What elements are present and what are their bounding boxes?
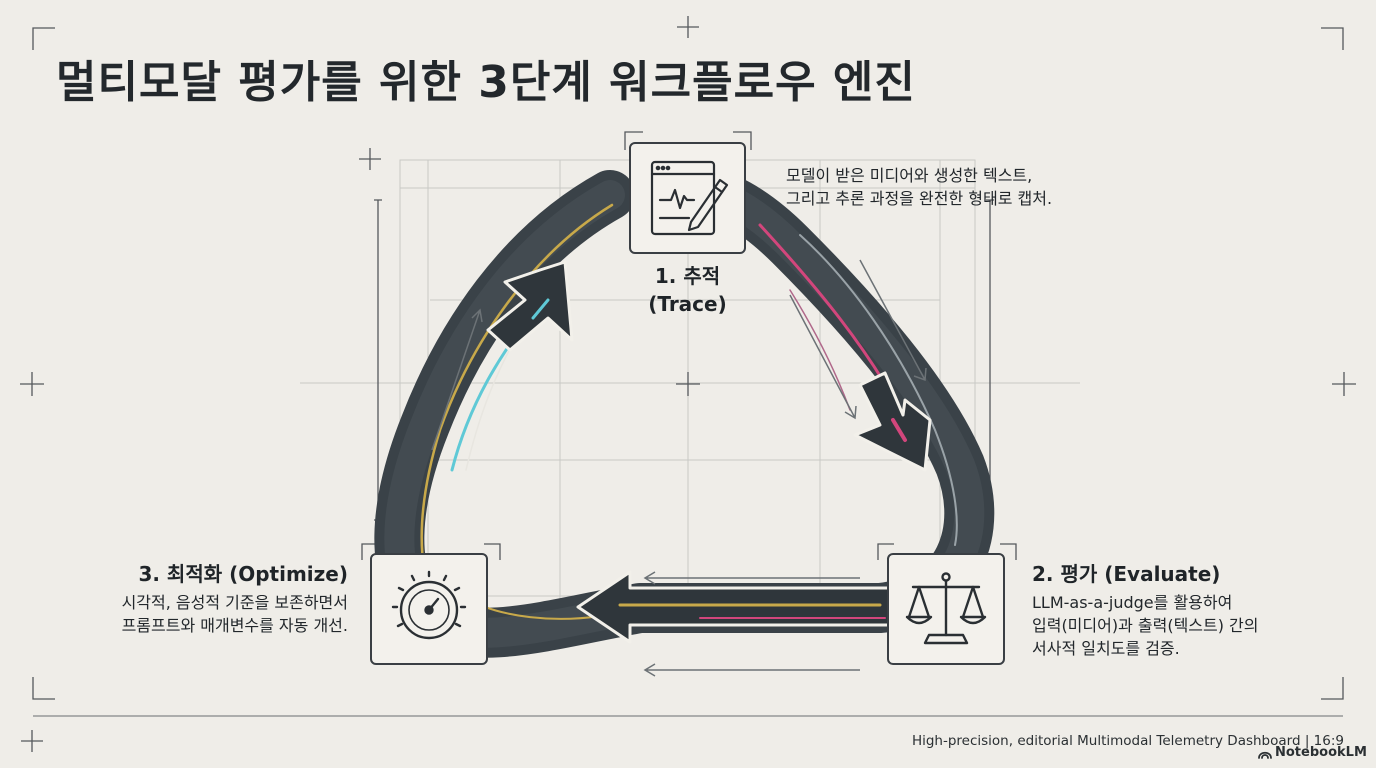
optimize-step-label: 3. 최적화 (Optimize) [138, 562, 348, 586]
notebooklm-brand: NotebookLM [1258, 745, 1368, 761]
balance-scale-icon [905, 572, 987, 645]
trace-step-label: 1. 추적 (Trace) [648, 264, 727, 316]
flow-arrow-highlights [531, 298, 907, 619]
indicator-arrows [431, 259, 927, 677]
trace-step-box [629, 142, 746, 254]
footer-caption: High-precision, editorial Multimodal Tel… [911, 733, 1344, 749]
optimize-step-description: 시각적, 음성적 기준을 보존하면서 프롬프트와 매개변수를 자동 개선. [121, 593, 348, 635]
speedometer-gauge-icon [391, 570, 467, 640]
evaluate-step-description: LLM-as-a-judge를 활용하여 입력(미디어)과 출력(텍스트) 간의… [1032, 593, 1259, 658]
notebooklm-logo-icon [1258, 751, 1272, 759]
trace-step-description: 모델이 받은 미디어와 생성한 텍스트, 그리고 추론 과정을 완전한 형태로 … [786, 166, 1053, 208]
optimize-step-box [370, 553, 488, 665]
document-pen-icon [650, 160, 729, 236]
page-title: 멀티모달 평가를 위한 3단계 워크플로우 엔진 [56, 57, 916, 108]
brand-name: NotebookLM [1275, 745, 1367, 760]
evaluate-step-label: 2. 평가 (Evaluate) [1032, 562, 1221, 586]
evaluate-step-box [887, 553, 1005, 665]
